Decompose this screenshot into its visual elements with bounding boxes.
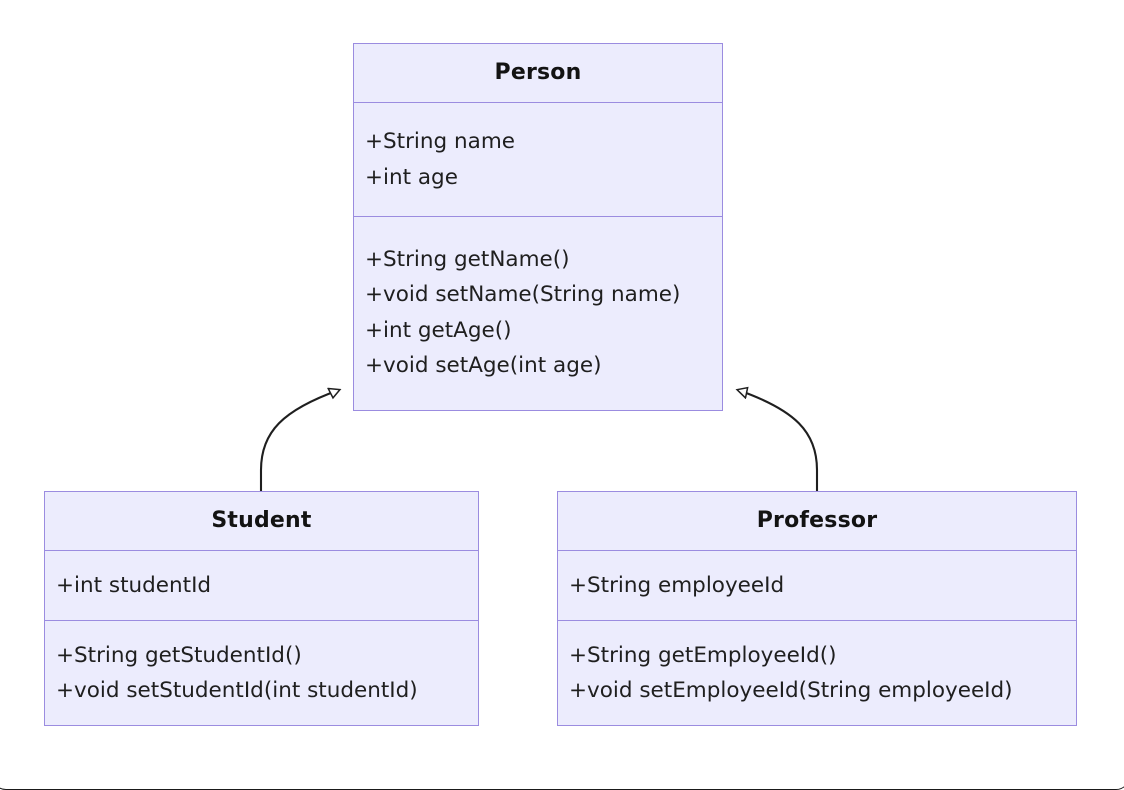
method-row: +String getStudentId() [56,642,302,668]
class-name-person: Person [494,60,582,85]
method-row: +void setAge(int age) [365,353,602,378]
method-row: +void setStudentId(int studentId) [56,678,418,703]
attribute-row: +int studentId [56,572,212,598]
methods-compartment-person: +String getName() +void setName(String n… [354,216,722,408]
method-row: +void setEmployeeId(String employeeId) [569,678,1013,703]
methods-compartment-professor: +String getEmployeeId() +void setEmploye… [558,620,1076,725]
edge-professor-inherits-person [738,390,819,491]
attribute-row: +String employeeId [569,572,785,598]
attributes-compartment-student: +int studentId [45,550,478,620]
attributes-compartment-person: +String name +int age [354,102,722,216]
attribute-row: +int age [365,164,458,190]
class-name-student: Student [211,508,312,533]
attribute-row: +String name [365,129,515,154]
edge-student-inherits-person [259,390,339,491]
methods-compartment-student: +String getStudentId() +void setStudentI… [45,620,478,725]
method-row: +void setName(String name) [365,282,681,307]
class-name-professor: Professor [756,508,878,533]
class-box-person[interactable]: Person +String name +int age +String get… [353,43,723,411]
class-box-student[interactable]: Student +int studentId +String getStuden… [44,491,479,726]
attributes-compartment-professor: +String employeeId [558,550,1076,620]
method-row: +String getEmployeeId() [569,642,837,668]
method-row: +int getAge() [365,317,512,343]
method-row: +String getName() [365,246,570,272]
class-box-professor[interactable]: Professor +String employeeId +String get… [557,491,1077,726]
